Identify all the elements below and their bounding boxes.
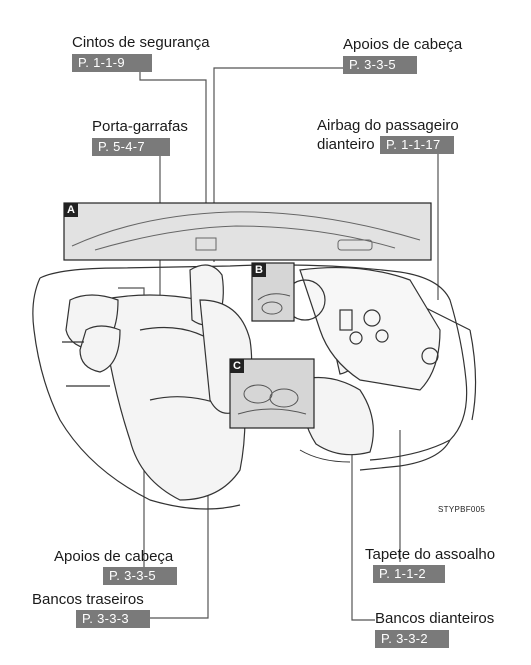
leader-headrests-bottom [118,287,145,568]
rear-seats-label: Bancos traseiros [32,591,144,608]
seatbelts-label: Cintos de segurança [72,34,210,51]
bottle-holder-page-ref[interactable]: P. 5-4-7 [92,138,170,156]
floor-mat-page-ref[interactable]: P. 1-1-2 [373,565,445,583]
front-seats-page-ref-text: P. 3-3-2 [381,631,428,646]
rear-seats-page-ref[interactable]: P. 3-3-3 [76,610,150,628]
headrests-top-label: Apoios de cabeça [343,36,463,53]
bottle-holder-label: Porta-garrafas [92,118,188,135]
inset-c-panel [229,358,315,429]
inset-b-tag: B [252,263,266,277]
headrests-top-page-ref-text: P. 3-3-5 [349,57,396,72]
airbag-page-ref-text: P. 1-1-17 [386,137,441,152]
seatbelts-page-ref[interactable]: P. 1-1-9 [72,54,152,72]
bottle-holder-page-ref-text: P. 5-4-7 [98,139,145,154]
inset-c-tag: C [230,359,244,373]
leader-front-seats [351,420,375,621]
floor-mat-page-ref-text: P. 1-1-2 [379,566,426,581]
airbag-page-ref[interactable]: P. 1-1-17 [380,136,454,154]
dashboard-drawing [284,266,441,391]
headrests-bottom-label: Apoios de cabeça [54,548,174,565]
front-seats-page-ref[interactable]: P. 3-3-2 [375,630,449,648]
seatbelts-page-ref-text: P. 1-1-9 [78,55,125,70]
rear-seats-page-ref-text: P. 3-3-3 [82,611,129,626]
leader-rear-seats [150,468,209,619]
airbag-label-line2: dianteiro [317,136,375,153]
airbag-label-line1: Airbag do passageiro [317,117,459,134]
headrests-bottom-page-ref-text: P. 3-3-5 [109,568,156,583]
figure-code: STYPBF005 [438,505,486,514]
headrests-top-page-ref[interactable]: P. 3-3-5 [343,56,417,74]
inset-a-tag: A [64,203,78,217]
inset-a-panel [63,202,432,261]
headrests-bottom-page-ref[interactable]: P. 3-3-5 [103,567,177,585]
front-seats-label: Bancos dianteiros [375,610,495,627]
leader-seatbelts [139,72,207,250]
floor-mat-label: Tapete do assoalho [365,546,496,563]
